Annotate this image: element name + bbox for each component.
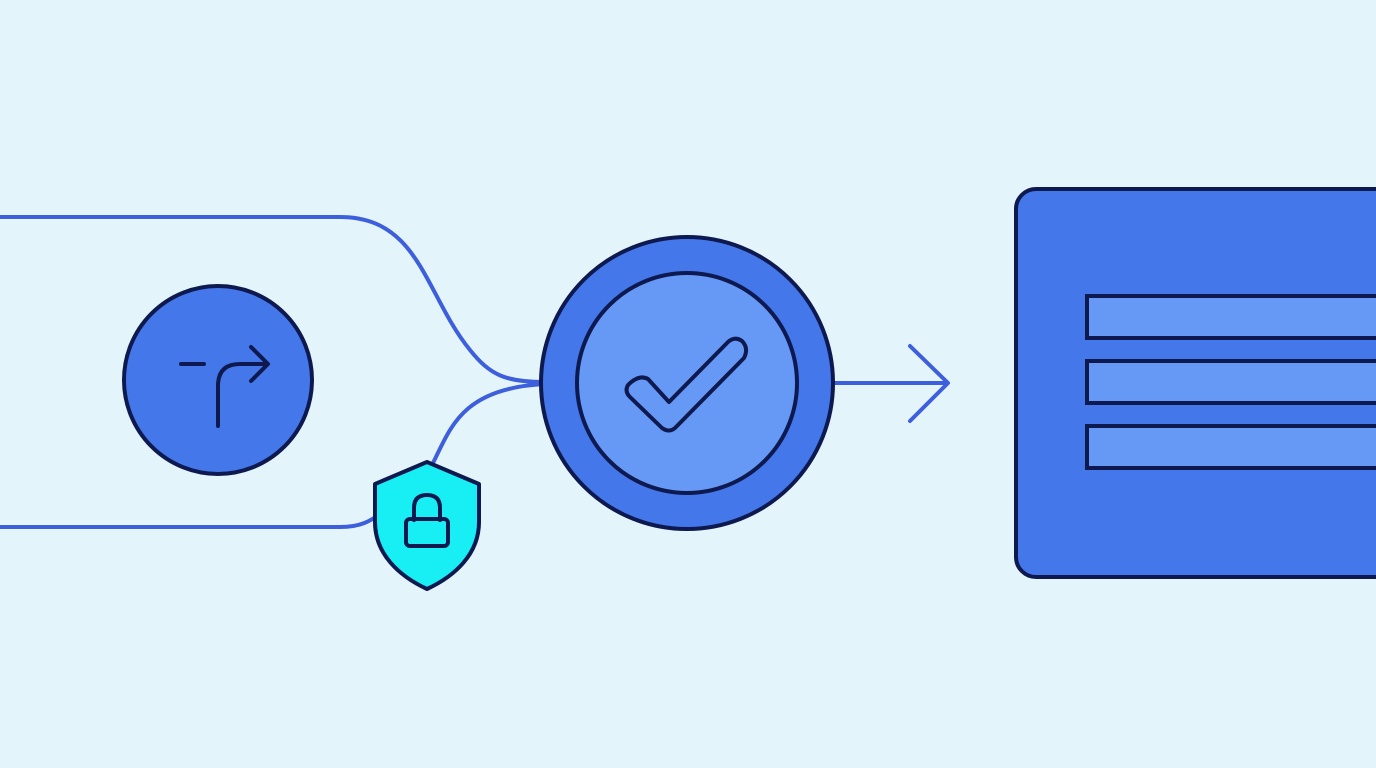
output-node [1014, 187, 1376, 579]
list-row-2 [1085, 359, 1376, 405]
arrowhead-icon [908, 344, 950, 423]
list-row-3 [1085, 424, 1376, 470]
checkmark-icon [624, 336, 749, 433]
upper-connector-line [0, 215, 547, 384]
list-row-1 [1085, 294, 1376, 340]
route-arrow-icon [179, 345, 270, 428]
security-node [373, 460, 481, 591]
list-lines-icon [1085, 294, 1376, 470]
verify-node [539, 235, 835, 531]
route-node [122, 284, 314, 476]
shield-icon [373, 460, 481, 591]
lock-icon [404, 493, 450, 548]
shield-to-verify-connector [430, 382, 547, 467]
